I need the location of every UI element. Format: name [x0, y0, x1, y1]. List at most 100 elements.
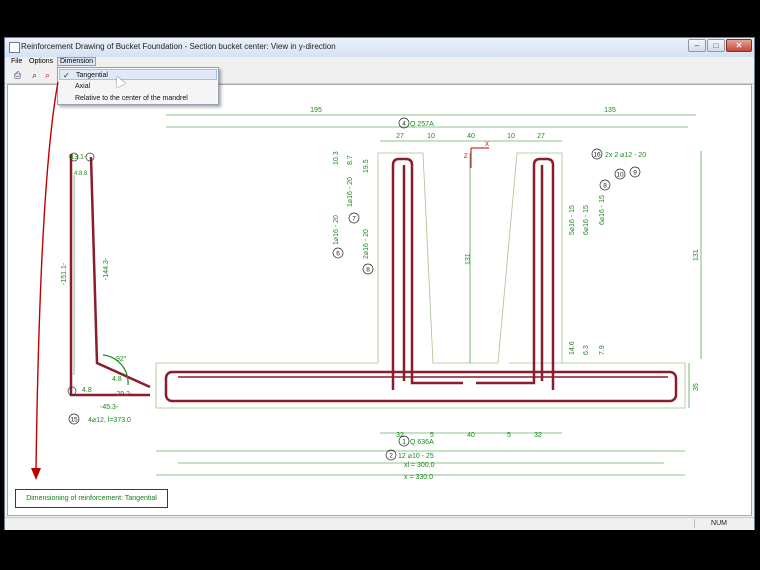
check-icon: ✓ — [63, 71, 70, 80]
mark-8b: 8 — [603, 183, 607, 190]
dropdown-item-tangential[interactable]: ✓ Tangential — [59, 69, 217, 80]
dimension-dropdown-menu: ✓ Tangential Axial Relative to the cente… — [57, 67, 219, 105]
gap-2: 10 — [427, 133, 435, 140]
mark-4: 4 — [402, 121, 406, 128]
mark-7-circle — [348, 212, 360, 224]
menu-options[interactable]: Options — [29, 58, 54, 65]
annotation-callout: Dimensioning of reinforcement: Tangentia… — [15, 489, 168, 508]
concrete-outline — [155, 152, 686, 409]
axis-z-label: Z — [464, 154, 468, 160]
label-16: 2x 2 ⌀12 - 20 — [605, 152, 646, 159]
left-detail: -13.1- 4.8.8 -151.1- -144.3- 92° 4.8 4.8… — [61, 152, 151, 425]
bottom-gap-3: 40 — [467, 432, 475, 439]
maximize-button[interactable]: □ — [707, 39, 725, 52]
bottom-gap-4: 5 — [507, 432, 511, 439]
mark-1-circle — [398, 435, 410, 447]
left-detail-hook-b — [85, 152, 95, 162]
mark-15-circle — [68, 413, 80, 425]
left-detail-bar-outer — [69, 154, 150, 397]
minimize-button[interactable]: – — [688, 39, 706, 52]
mark-10-circle — [614, 168, 626, 180]
dropdown-item-relative-mandrel[interactable]: Relative to the center of the mandrel — [59, 93, 217, 104]
mark-8-circle — [362, 263, 374, 275]
label-r2: 6⌀16 - 15 — [583, 205, 590, 235]
small-r3: 7.9 — [599, 345, 606, 355]
mark-16: 16 — [593, 152, 601, 159]
gap-5: 27 — [537, 133, 545, 140]
status-bar: NUM — [5, 517, 754, 530]
left-detail-bar-inner — [89, 156, 151, 389]
title-bar: Reinforcement Drawing of Bucket Foundati… — [5, 38, 754, 57]
label-7: 1⌀16 - 20 — [347, 177, 354, 207]
coordinate-axis: X Z — [464, 142, 489, 168]
dim-x: x = 330.0 — [404, 474, 433, 481]
slab-outline — [155, 362, 686, 409]
dropdown-item-axial[interactable]: Axial — [59, 81, 217, 92]
label-2: 12 ⌀10 - 25 — [398, 453, 434, 460]
mark-10: 10 — [616, 172, 624, 179]
axis-x-label: X — [485, 142, 489, 148]
mark-7: 7 — [352, 216, 356, 223]
gap-1: 27 — [396, 133, 404, 140]
wall-left-3: 19.5 — [363, 159, 370, 173]
dim-top-right: 135 — [604, 107, 616, 114]
dimension-lines — [156, 114, 702, 476]
mark-6-circle — [332, 247, 344, 259]
menu-file[interactable]: File — [11, 58, 23, 65]
left-length: -151.1- — [61, 262, 68, 285]
dimension-texts: 195 135 4 Q 257A 27 10 40 10 27 10.3 8.7… — [310, 107, 700, 481]
dropdown-item-label: Axial — [75, 83, 91, 90]
label-r3: 6⌀16 - 15 — [599, 195, 606, 225]
mark-15-label: 4⌀12, l=373.0 — [88, 417, 131, 424]
status-num-indicator: NUM — [694, 519, 743, 528]
mark-4-circle — [398, 117, 410, 129]
right-height: 131 — [693, 249, 700, 261]
rebar-group — [164, 157, 678, 403]
corner-b: 4.8 — [112, 376, 122, 383]
mark-9: 9 — [633, 170, 637, 177]
mark-2-circle — [385, 449, 397, 461]
bucket-wall-outline — [156, 152, 563, 364]
slab-height: 35 — [693, 383, 700, 391]
bottom-a: -29.2- — [114, 391, 133, 398]
label-6: 1⌀16 - 20 — [333, 215, 340, 245]
left-detail-hook-c — [67, 386, 77, 396]
mark-8: 8 — [366, 267, 370, 274]
reinforcement-drawing: -13.1- 4.8.8 -151.1- -144.3- 92° 4.8 4.8… — [61, 107, 702, 481]
app-icon — [9, 42, 20, 53]
mark-1: 1 — [402, 439, 406, 446]
zoom-reset-icon[interactable]: ⌕ — [44, 70, 51, 80]
label-r1: 5⌀16 - 15 — [569, 205, 576, 235]
menu-dimension[interactable]: Dimension — [57, 57, 97, 66]
print-icon[interactable]: ⎙ — [13, 70, 22, 80]
mark-9-circle — [629, 166, 641, 178]
window-title: Reinforcement Drawing of Bucket Foundati… — [21, 42, 336, 51]
bottom-gap-5: 32 — [534, 432, 542, 439]
small-r2: 6.3 — [583, 345, 590, 355]
wall-left-2: 8.7 — [347, 155, 354, 165]
wall-left-rebar-outer — [391, 157, 463, 390]
slab-rebar-outer — [164, 370, 678, 403]
mark-15: 15 — [70, 417, 78, 424]
drawing-canvas[interactable]: -13.1- 4.8.8 -151.1- -144.3- 92° 4.8 4.8… — [7, 84, 752, 516]
menu-bar: File Options Dimension — [5, 57, 754, 68]
wall-left-1: 10.3 — [333, 151, 340, 165]
gap-4: 10 — [507, 133, 515, 140]
dim-top-left: 195 — [310, 107, 322, 114]
mark-4-label: Q 257A — [410, 121, 434, 128]
label-1: Q 636A — [410, 439, 434, 446]
angle-value: 92° — [116, 355, 127, 363]
small-r1: 14.6 — [569, 341, 576, 355]
bottom-gap-2: 5 — [430, 432, 434, 439]
bottom-gap-1: 32 — [396, 432, 404, 439]
left-detail-angle-arc — [102, 354, 129, 386]
left-top-small: 4.8.8 — [74, 171, 88, 177]
wall-right-rebar-outer — [476, 157, 555, 390]
close-button[interactable]: ✕ — [726, 39, 752, 52]
label-8: 2⌀16 - 20 — [363, 229, 370, 259]
dropdown-item-label: Tangential — [76, 72, 108, 79]
bottom-b: -45.3- — [100, 404, 119, 411]
zoom-icon[interactable]: ⌕ — [31, 70, 38, 80]
app-window: Reinforcement Drawing of Bucket Foundati… — [4, 37, 755, 530]
height-131: 131 — [465, 253, 472, 265]
